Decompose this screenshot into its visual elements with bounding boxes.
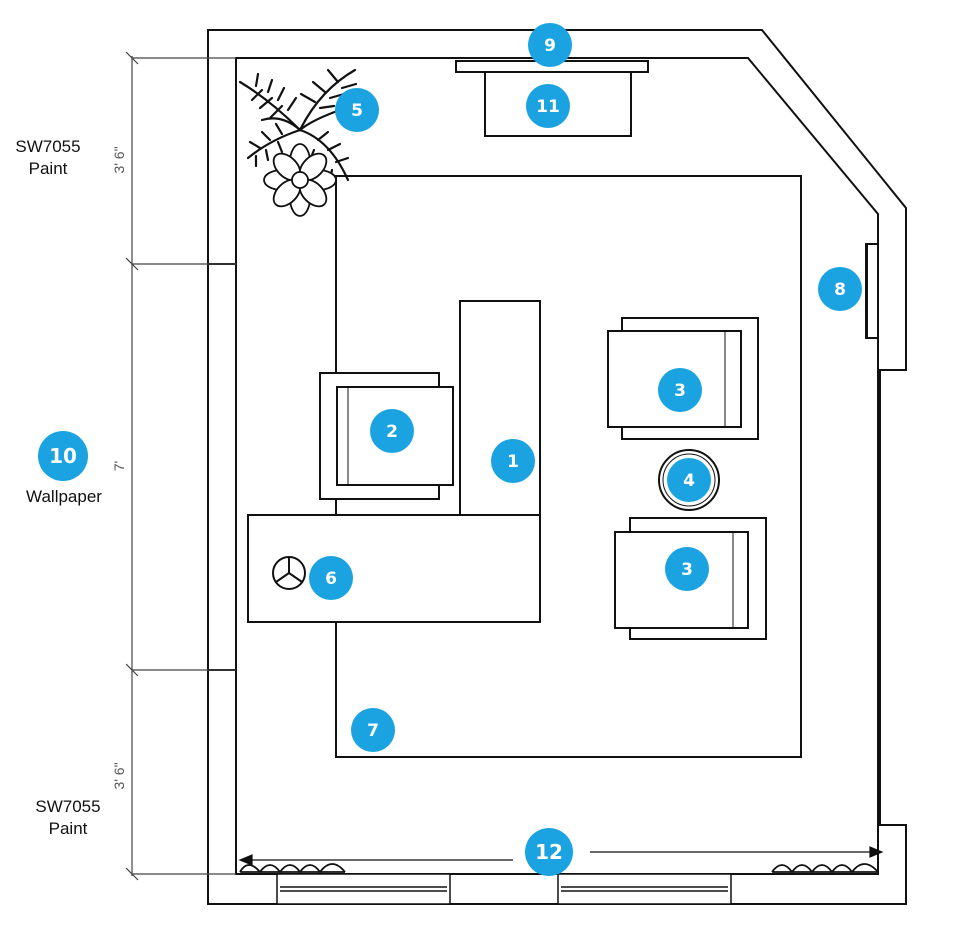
dimension-lines bbox=[125, 51, 236, 881]
middle-left-wallpaper: Wallpaper bbox=[26, 487, 102, 506]
bottom-left-wall-label: SW7055 Paint bbox=[26, 796, 110, 840]
badge-5: 5 bbox=[335, 88, 379, 132]
top-left-wall-label: SW7055 Paint bbox=[6, 136, 90, 180]
svg-text:11: 11 bbox=[536, 97, 560, 117]
windows bbox=[276, 873, 732, 905]
window-left bbox=[276, 873, 451, 905]
side-table bbox=[658, 449, 720, 511]
middle-left-wall-label: Wallpaper bbox=[14, 486, 114, 508]
badge-8: 8 bbox=[818, 267, 862, 311]
bottom-left-paint-type: Paint bbox=[48, 819, 88, 838]
badge-7: 7 bbox=[351, 708, 395, 752]
badge-10: 10 bbox=[38, 431, 88, 481]
badge-11: 11 bbox=[526, 84, 570, 128]
bottom-left-paint-code: SW7055 bbox=[35, 797, 101, 816]
dimension-bottom: 3' 6" bbox=[111, 762, 127, 789]
svg-text:10: 10 bbox=[49, 444, 77, 468]
svg-text:1: 1 bbox=[507, 452, 519, 472]
outer-wall bbox=[207, 29, 907, 905]
badge-1: 1 bbox=[491, 439, 535, 483]
svg-text:5: 5 bbox=[351, 101, 363, 121]
svg-text:6: 6 bbox=[325, 569, 337, 589]
top-left-paint-code: SW7055 bbox=[15, 137, 81, 156]
svg-text:3: 3 bbox=[674, 381, 686, 401]
badge-3-bottom: 3 bbox=[665, 547, 709, 591]
badge-9: 9 bbox=[528, 23, 572, 67]
curtain-left bbox=[239, 863, 346, 874]
desk-top bbox=[247, 514, 541, 623]
svg-text:7: 7 bbox=[367, 721, 379, 741]
top-left-paint-type: Paint bbox=[28, 159, 68, 178]
desk-return bbox=[459, 300, 541, 516]
curtain-rod-arrows bbox=[238, 846, 884, 866]
svg-text:4: 4 bbox=[683, 471, 695, 491]
plant bbox=[238, 68, 358, 182]
window-right bbox=[557, 873, 732, 905]
dimension-top: 3' 6" bbox=[111, 146, 127, 173]
desk-lamp bbox=[272, 556, 306, 590]
badge-6: 6 bbox=[309, 556, 353, 600]
badge-2: 2 bbox=[370, 409, 414, 453]
svg-text:9: 9 bbox=[544, 36, 556, 56]
badge-12: 12 bbox=[525, 828, 573, 876]
svg-text:12: 12 bbox=[535, 840, 563, 864]
curtain-right bbox=[771, 863, 879, 874]
svg-text:2: 2 bbox=[386, 422, 398, 442]
curtains bbox=[239, 863, 879, 874]
dimension-middle: 7' bbox=[111, 461, 127, 471]
badge-4: 4 bbox=[667, 458, 711, 502]
wall-shelf bbox=[866, 243, 879, 339]
desk bbox=[247, 300, 541, 623]
svg-text:3: 3 bbox=[681, 560, 693, 580]
svg-text:8: 8 bbox=[834, 280, 846, 300]
plant-flower bbox=[263, 143, 337, 217]
badge-3-top: 3 bbox=[658, 368, 702, 412]
